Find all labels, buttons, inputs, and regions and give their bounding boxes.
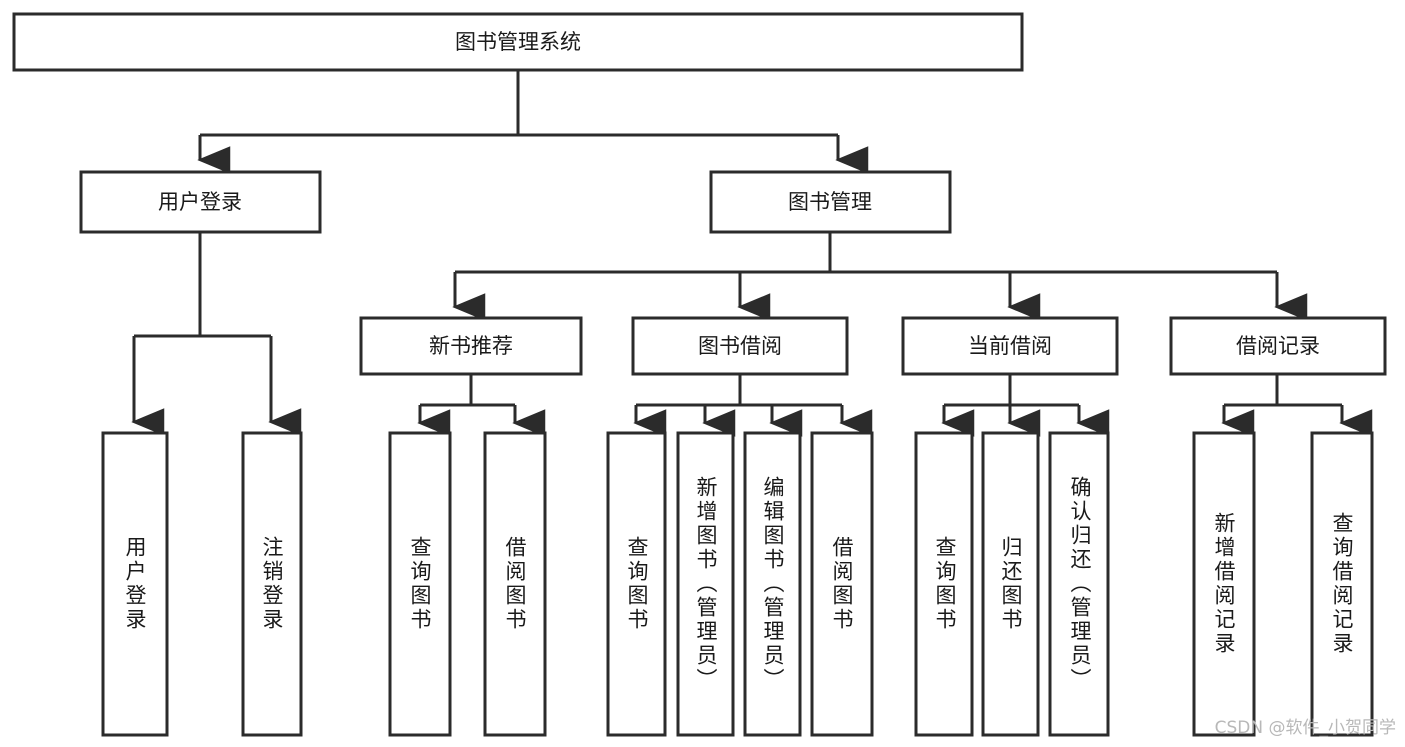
root-box[interactable] — [12, 12, 1024, 72]
leaf-query-borrow-record-label: 查询借阅记录 — [1330, 512, 1354, 656]
leaf-return-book-label: 归还图书 — [999, 536, 1023, 632]
connectors — [131, 70, 1373, 437]
new-book-recommend-box[interactable] — [359, 316, 583, 376]
leaf-return-book-box[interactable] — [981, 431, 1040, 737]
leaf-user-login-label: 用户登录 — [123, 536, 147, 632]
leaf-query-borrow-record-box[interactable] — [1310, 431, 1374, 737]
leaf-add-book-admin[interactable]: 新增图书（管理员） — [676, 431, 735, 737]
leaf-logout-login-label: 注销登录 — [260, 536, 284, 632]
node-book-borrow[interactable]: 图书借阅 — [631, 316, 849, 376]
current-borrow-box[interactable] — [901, 316, 1119, 376]
leaf-query-book-new[interactable]: 查询图书 — [388, 431, 452, 737]
leaf-add-book-admin-box[interactable] — [676, 431, 735, 737]
leaf-add-borrow-record-box[interactable] — [1192, 431, 1256, 737]
leaf-user-login[interactable]: 用户登录 — [101, 431, 169, 737]
leaf-query-borrow-record[interactable]: 查询借阅记录 — [1310, 431, 1374, 737]
leaf-query-book-borrow-box[interactable] — [606, 431, 667, 737]
leaf-query-book-current[interactable]: 查询图书 — [914, 431, 974, 737]
leaf-borrow-book-new[interactable]: 借阅图书 — [483, 431, 547, 737]
leaf-query-book-current-label: 查询图书 — [933, 536, 957, 632]
new-book-recommend-label: 新书推荐 — [429, 334, 513, 358]
leaf-return-book[interactable]: 归还图书 — [981, 431, 1040, 737]
leaf-borrow-book-label: 借阅图书 — [830, 536, 854, 632]
leaf-query-book-borrow[interactable]: 查询图书 — [606, 431, 667, 737]
leaf-edit-book-admin[interactable]: 编辑图书（管理员） — [743, 431, 802, 737]
leaf-confirm-return-admin[interactable]: 确认归还（管理员） — [1048, 431, 1110, 737]
leaf-query-book-borrow-label: 查询图书 — [625, 536, 649, 632]
leaf-query-book-new-label: 查询图书 — [408, 536, 432, 632]
leaf-logout-login[interactable]: 注销登录 — [241, 431, 303, 737]
book-management-box[interactable] — [709, 170, 952, 234]
leaf-confirm-return-admin-label: 确认归还（管理员） — [1068, 476, 1092, 692]
node-new-book-recommend[interactable]: 新书推荐 — [359, 316, 583, 376]
node-current-borrow[interactable]: 当前借阅 — [901, 316, 1119, 376]
leaf-add-borrow-record[interactable]: 新增借阅记录 — [1192, 431, 1256, 737]
leaf-add-book-admin-label: 新增图书（管理员） — [694, 476, 718, 692]
node-book-management[interactable]: 图书管理 — [709, 170, 952, 234]
csdn-watermark: CSDN @软件_小贺同学 — [1215, 718, 1396, 738]
leaf-query-book-new-box[interactable] — [388, 431, 452, 737]
node-root[interactable]: 图书管理系统 — [12, 12, 1024, 72]
leaf-borrow-book-new-box[interactable] — [483, 431, 547, 737]
leaf-borrow-book[interactable]: 借阅图书 — [810, 431, 874, 737]
leaf-logout-login-box[interactable] — [241, 431, 303, 737]
leaf-add-borrow-record-label: 新增借阅记录 — [1212, 512, 1236, 656]
leaf-borrow-book-new-label: 借阅图书 — [503, 536, 527, 632]
leaf-query-book-current-box[interactable] — [914, 431, 974, 737]
current-borrow-label: 当前借阅 — [968, 334, 1052, 358]
book-borrow-label: 图书借阅 — [698, 334, 782, 358]
leaf-edit-book-admin-label: 编辑图书（管理员） — [761, 476, 785, 692]
borrow-record-label: 借阅记录 — [1236, 334, 1320, 358]
leaf-edit-book-admin-box[interactable] — [743, 431, 802, 737]
book-borrow-box[interactable] — [631, 316, 849, 376]
node-user-login[interactable]: 用户登录 — [79, 170, 322, 234]
leaf-confirm-return-admin-box[interactable] — [1048, 431, 1110, 737]
book-management-label: 图书管理 — [788, 190, 872, 214]
user-login-box[interactable] — [79, 170, 322, 234]
node-borrow-record[interactable]: 借阅记录 — [1169, 316, 1387, 376]
leaf-user-login-box[interactable] — [101, 431, 169, 737]
borrow-record-box[interactable] — [1169, 316, 1387, 376]
leaf-borrow-book-box[interactable] — [810, 431, 874, 737]
root-label: 图书管理系统 — [455, 30, 581, 54]
user-login-label: 用户登录 — [158, 190, 242, 214]
